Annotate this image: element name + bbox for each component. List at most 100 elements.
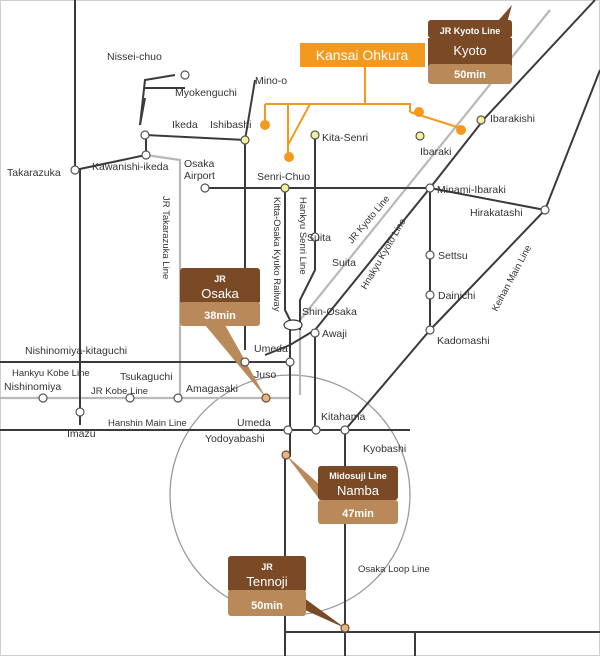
- callout-namba[interactable]: Midosuji Line Namba 47min: [318, 466, 398, 524]
- callout-osaka[interactable]: JR Osaka 38min: [180, 268, 260, 326]
- shuttle-stop: [284, 152, 294, 162]
- callout-namba-station: Namba: [337, 483, 380, 498]
- label-takarazuka: Takarazuka: [7, 167, 61, 179]
- station-hirakatashi[interactable]: [540, 205, 550, 215]
- callout-namba-line: Midosuji Line: [329, 471, 387, 481]
- callout-namba-time: 47min: [342, 508, 374, 520]
- station-suita[interactable]: [310, 232, 320, 242]
- label-mino-o: Mino-o: [255, 75, 287, 87]
- station-markers: [38, 70, 550, 435]
- station-kyobashi[interactable]: [340, 425, 350, 435]
- label-imazu: Imazu: [67, 428, 96, 440]
- station-nishinomiya[interactable]: [38, 393, 48, 403]
- label-settsu: Settsu: [438, 250, 468, 262]
- callout-osaka-top: [180, 268, 260, 304]
- station-kadomashi[interactable]: [425, 325, 435, 335]
- callout-osaka-line: JR: [214, 274, 226, 284]
- label-juso: Juso: [254, 369, 276, 381]
- callout-tennoji-line: JR: [261, 562, 273, 572]
- station-labels: Nissei-chuo Myokenguchi Mino-o Ikeda Ish…: [4, 51, 535, 455]
- shuttle-horizontal: [265, 103, 411, 112]
- tennoji-pointer: [300, 595, 345, 628]
- station-kawanishi-ikeda[interactable]: [141, 150, 151, 160]
- callout-kyoto-station: Kyoto: [453, 43, 486, 58]
- label-ishibashi: Ishibashi: [210, 119, 251, 131]
- callout-kyoto-mid: [428, 38, 512, 66]
- station-umeda-south[interactable]: [283, 425, 293, 435]
- station-amagasaki-hanshin[interactable]: [173, 393, 183, 403]
- station-imazu[interactable]: [75, 407, 85, 417]
- callout-kyoto-top: [428, 20, 512, 38]
- station-takarazuka[interactable]: [70, 165, 80, 175]
- station-ikeda[interactable]: [140, 130, 150, 140]
- callout-tennoji-bottom: [228, 590, 306, 616]
- label-ikeda: Ikeda: [172, 119, 198, 131]
- callout-kyoto-bottom: [428, 64, 512, 84]
- station-osaka-airport[interactable]: [200, 183, 210, 193]
- destination-label: Kansai Ohkura: [316, 47, 409, 63]
- station-ibarakishi[interactable]: [476, 115, 486, 125]
- station-nissei-chuo[interactable]: [180, 70, 190, 80]
- nose-line-branch: [139, 74, 176, 126]
- label-hanshin-main-line: Hanshin Main Line: [108, 418, 187, 429]
- station-kitahama[interactable]: [311, 425, 321, 435]
- station-settsu[interactable]: [425, 250, 435, 260]
- station-tsukaguchi[interactable]: [125, 393, 135, 403]
- label-dainichi: Dainichi: [438, 290, 475, 302]
- label-kitahama: Kitahama: [321, 411, 366, 423]
- callout-tennoji-time: 50min: [251, 600, 283, 612]
- label-amagasaki: Amagasaki: [186, 383, 238, 395]
- station-namba[interactable]: [281, 450, 291, 460]
- station-kita-senri[interactable]: [310, 130, 320, 140]
- destination-box[interactable]: Kansai Ohkura: [300, 43, 425, 67]
- namba-pointer: [286, 455, 320, 500]
- label-nissei-chuo: Nissei-chuo: [107, 51, 162, 63]
- label-nishinomiya: Nishinomiya: [4, 381, 61, 393]
- station-dainichi[interactable]: [425, 290, 435, 300]
- label-ibaraki: Ibaraki: [420, 146, 452, 158]
- callout-osaka-station: Osaka: [201, 286, 239, 301]
- callout-namba-bottom: [318, 500, 398, 524]
- hankyu-kyoto-line: [264, 0, 596, 356]
- label-osaka-loop-line: Osaka Loop Line: [358, 564, 430, 575]
- shuttle-stops: [260, 107, 466, 162]
- label-shin-osaka: Shin-Osaka: [302, 306, 357, 318]
- station-awaji[interactable]: [310, 328, 320, 338]
- label-senri-chuo: Senri-Chuo: [257, 171, 310, 183]
- station-ibaraki[interactable]: [415, 131, 425, 141]
- callout-namba-top: [318, 466, 398, 500]
- station-osaka[interactable]: [261, 393, 271, 403]
- label-kyobashi: Kyobashi: [363, 443, 406, 455]
- callout-kyoto-time: 50min: [454, 69, 486, 81]
- hankyu-senri-line: [299, 135, 316, 330]
- label-kadomashi: Kadomashi: [437, 335, 490, 347]
- label-tsukaguchi: Tsukaguchi: [120, 371, 173, 383]
- label-hirakatashi: Hirakatashi: [470, 207, 523, 219]
- label-suita-2: Suita: [332, 257, 356, 269]
- station-senri-chuo[interactable]: [280, 183, 290, 193]
- label-umeda-north: Umeda: [254, 343, 288, 355]
- callout-tennoji-station: Tennoji: [246, 574, 287, 589]
- callout-tennoji-top: [228, 556, 306, 592]
- destination-box-bg: [300, 43, 425, 67]
- midosuji-line: [284, 188, 291, 632]
- station-umeda-north[interactable]: [285, 357, 295, 367]
- osaka-pointer: [205, 325, 266, 398]
- label-umeda-south: Umeda: [237, 417, 271, 429]
- station-tennoji[interactable]: [340, 623, 350, 633]
- label-yodoyabashi: Yodoyabashi: [205, 433, 265, 445]
- label-suita-1: Suita: [307, 232, 331, 244]
- station-ishibashi[interactable]: [240, 135, 250, 145]
- label-awaji: Awaji: [322, 328, 347, 340]
- shuttle-stop: [260, 120, 270, 130]
- station-nishinomiya-kitaguchi[interactable]: [240, 357, 250, 367]
- monorail-east: [429, 187, 546, 211]
- label-jr-kobe-line: JR Kobe Line: [91, 386, 148, 397]
- station-minami-ibaraki[interactable]: [425, 183, 435, 193]
- label-hankyu-senri-line: Hankyu Senri Line: [297, 197, 308, 275]
- station-shin-osaka[interactable]: [283, 319, 303, 331]
- callout-tennoji[interactable]: JR Tennoji 50min: [228, 556, 306, 616]
- callout-kyoto[interactable]: JR Kyoto Line Kyoto 50min: [428, 20, 512, 84]
- label-kita-osaka-kyuko: Kitta-Osaka Kyuko Railway: [271, 197, 282, 312]
